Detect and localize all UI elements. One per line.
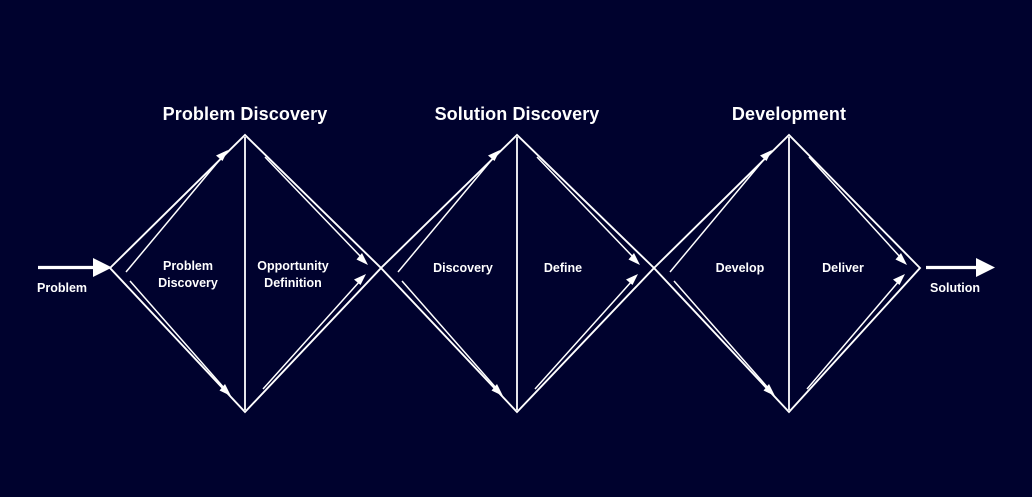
diamond-3-left-stage-line1: Develop <box>716 261 765 275</box>
diamond-3-arrow-lower-right <box>806 274 905 390</box>
diamond-1-title: Problem Discovery <box>163 104 328 124</box>
arrowhead-up-right-icon <box>760 150 772 161</box>
diamond-solution-discovery[interactable]: Solution Discovery Discovery Define <box>379 104 656 414</box>
diamond-2-right-stage-line1: Define <box>544 261 582 275</box>
diamond-problem-discovery[interactable]: Problem Discovery Problem Discovery Oppo… <box>108 104 383 414</box>
arrowhead-down-right-icon <box>491 384 503 396</box>
diamond-development[interactable]: Development Develop Deliver <box>652 104 922 414</box>
diamond-2-arrow-lower-right <box>534 274 638 390</box>
diamond-2-left-stage-line1: Discovery <box>433 261 493 275</box>
output-arrow <box>926 258 995 277</box>
diamond-1-arrow-upper-left <box>125 150 228 273</box>
diamond-1-left-stage-line1: Problem <box>163 259 213 273</box>
arrowhead-up-right-icon <box>626 274 638 285</box>
input-arrow <box>38 258 112 277</box>
arrow-right-icon <box>976 258 995 277</box>
diamond-3-arrow-upper-right <box>808 156 907 265</box>
diamond-2-arrow-upper-right <box>536 156 640 265</box>
diamond-3-title: Development <box>732 104 846 124</box>
arrow-right-icon <box>93 258 112 277</box>
output-label: Solution <box>930 281 980 295</box>
diamond-1-arrow-lower-right <box>262 274 366 390</box>
arrowhead-down-right-icon <box>219 384 231 396</box>
arrowhead-down-right-icon <box>763 384 775 396</box>
diamond-2-title: Solution Discovery <box>435 104 600 124</box>
arrowhead-up-right-icon <box>354 274 366 285</box>
input-label: Problem <box>37 281 87 295</box>
diamond-1-arrow-upper-right <box>264 156 368 265</box>
arrowhead-up-right-icon <box>893 274 905 285</box>
diamond-1-left-stage-line2: Discovery <box>158 276 218 290</box>
arrowhead-down-right-icon <box>628 253 640 265</box>
diamond-1-arrow-lower-left <box>129 280 231 396</box>
diamond-3-outline <box>652 133 922 414</box>
diamond-3-right-stage-line1: Deliver <box>822 261 864 275</box>
diamond-3-arrow-upper-left <box>669 150 772 273</box>
diamond-2-arrow-upper-left <box>397 150 500 273</box>
arrowhead-up-right-icon <box>488 150 500 161</box>
diamond-1-right-stage-line1: Opportunity <box>257 259 329 273</box>
diamond-2-arrow-lower-left <box>401 280 503 396</box>
arrowhead-down-right-icon <box>356 253 368 265</box>
arrowhead-up-right-icon <box>216 150 228 161</box>
arrowhead-down-right-icon <box>895 253 907 265</box>
diamond-3-arrow-lower-left <box>673 280 775 396</box>
diamond-1-right-stage-line2: Definition <box>264 276 322 290</box>
